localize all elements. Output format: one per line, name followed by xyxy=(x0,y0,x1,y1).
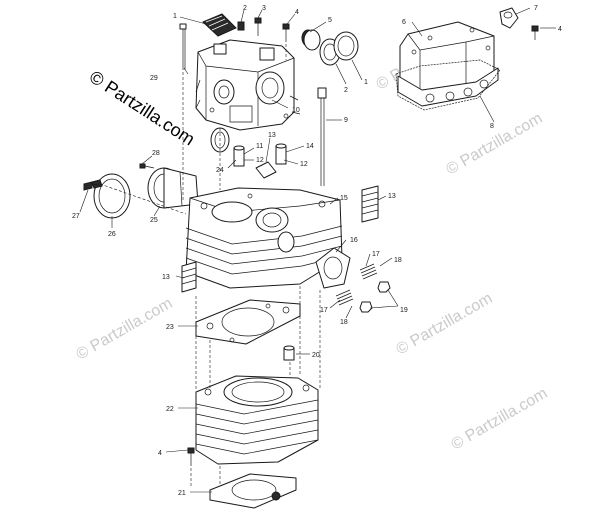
cylinder-22 xyxy=(195,375,319,465)
callout-17b: 17 xyxy=(320,307,328,314)
callout-26: 26 xyxy=(108,231,116,238)
callout-numbers: 1 2 3 4 5 29 10 2 1 6 7 4 8 9 11 13 14 1… xyxy=(72,5,562,497)
callout-4b: 4 xyxy=(558,26,562,33)
push-rod-9 xyxy=(317,87,327,186)
callout-14: 14 xyxy=(306,143,314,150)
watermark-main: © Partzilla.com xyxy=(86,67,199,150)
callout-16: 16 xyxy=(350,237,358,244)
callout-21: 21 xyxy=(178,490,186,497)
top-cover-plate xyxy=(202,13,237,37)
screw-28 xyxy=(139,163,155,169)
dowel-20 xyxy=(283,345,295,361)
callout-23: 23 xyxy=(166,324,174,331)
watermark-faint: © Partzilla.com xyxy=(449,385,551,454)
callout-10: 10 xyxy=(292,107,300,114)
callout-11: 11 xyxy=(256,143,263,150)
bolt-4-right xyxy=(531,25,539,40)
bolt-4-lower xyxy=(187,447,195,466)
intake-boot xyxy=(147,167,199,209)
callout-3: 3 xyxy=(262,5,266,12)
callout-4: 4 xyxy=(295,9,299,16)
callout-2: 2 xyxy=(243,5,247,12)
callout-15: 15 xyxy=(340,195,348,202)
callout-12b: 12 xyxy=(300,161,308,168)
watermark-faint: © Partzilla.com xyxy=(394,290,496,359)
callout-12a: 12 xyxy=(256,157,264,164)
assembly-lines xyxy=(99,44,321,486)
callout-1b: 1 xyxy=(364,79,368,86)
callout-19: 19 xyxy=(400,307,408,314)
screw-27 xyxy=(83,181,101,191)
callout-18a: 18 xyxy=(394,257,402,264)
bolt-3 xyxy=(254,17,262,36)
watermark-faint: © Partzilla.com xyxy=(74,295,176,364)
cam-covers xyxy=(301,29,359,66)
bolt-4-top xyxy=(282,23,290,42)
callout-24: 24 xyxy=(216,167,224,174)
callout-9: 9 xyxy=(344,117,348,124)
base-gasket-21 xyxy=(209,473,297,509)
gasket-8 xyxy=(395,59,501,111)
callout-22: 22 xyxy=(166,406,174,413)
callout-17a: 17 xyxy=(372,251,380,258)
exhaust-gasket-16 xyxy=(315,247,351,289)
valve-cover xyxy=(397,21,499,107)
callout-8: 8 xyxy=(490,123,494,130)
callout-13c: 13 xyxy=(162,274,170,281)
clamp-26 xyxy=(91,173,131,219)
callout-29: 29 xyxy=(150,75,158,82)
watermark-faint: © Partzilla.com xyxy=(444,110,546,179)
callout-27: 27 xyxy=(72,213,80,220)
callout-28: 28 xyxy=(152,150,160,157)
small-cap xyxy=(237,21,245,31)
callout-4c: 4 xyxy=(158,450,162,457)
valve-tips xyxy=(233,143,287,179)
springs-and-nuts xyxy=(335,263,391,313)
fin-block-13-right xyxy=(361,185,379,223)
cylinder-head xyxy=(185,187,343,289)
callout-5: 5 xyxy=(328,17,332,24)
callout-25: 25 xyxy=(150,217,158,224)
fin-block-13-left xyxy=(181,261,197,293)
callout-7: 7 xyxy=(534,5,538,12)
long-bolt-29 xyxy=(179,23,187,70)
callout-2b: 2 xyxy=(344,87,348,94)
camshaft-housing xyxy=(195,39,301,131)
callout-6: 6 xyxy=(402,19,406,26)
callout-13a: 13 xyxy=(268,132,276,139)
callout-18b: 18 xyxy=(340,319,348,326)
leader-lines xyxy=(79,7,556,493)
callout-1: 1 xyxy=(173,13,177,20)
fitting-7 xyxy=(499,7,519,29)
callout-13b: 13 xyxy=(388,193,396,200)
head-gasket-23 xyxy=(195,299,301,345)
callout-20: 20 xyxy=(312,352,320,359)
